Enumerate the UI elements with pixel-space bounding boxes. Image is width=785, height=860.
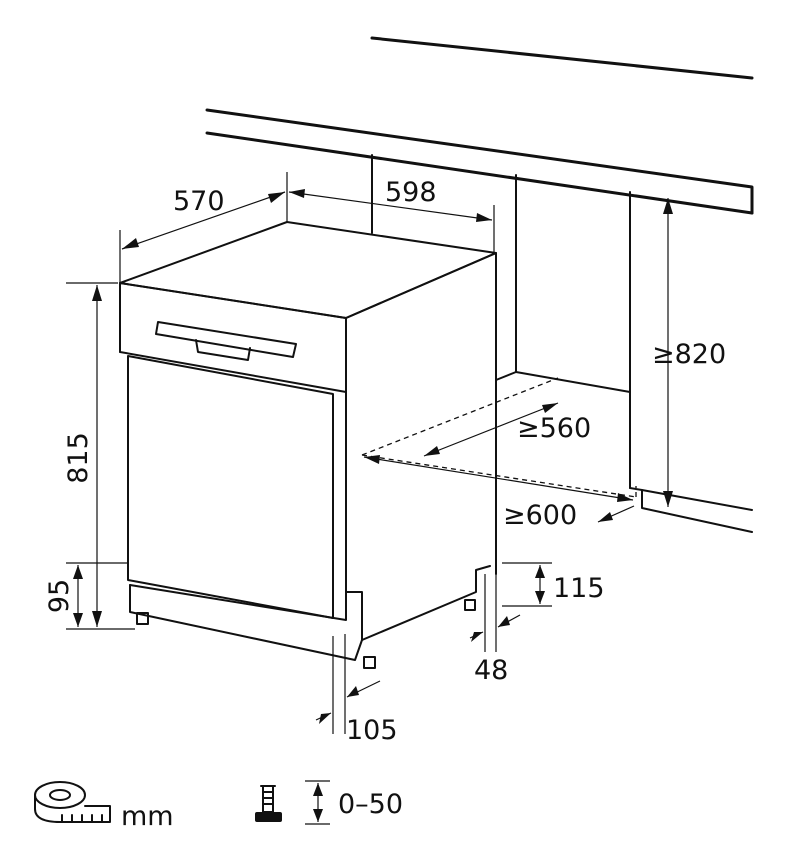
dim-niche-depth: ≥560 xyxy=(423,402,591,457)
plinth-top-label: 115 xyxy=(553,573,605,604)
height-label: 815 xyxy=(63,432,94,484)
plinth-height-label: 95 xyxy=(44,579,75,613)
foot-right xyxy=(464,599,476,611)
foot-left xyxy=(136,612,149,625)
plinth-offset-label: 48 xyxy=(474,655,508,686)
dim-plinth-height: 95 xyxy=(44,562,127,627)
dim-width: 598 xyxy=(288,177,495,253)
dim-niche-width: ≥600 xyxy=(363,455,635,531)
dim-depth: 570 xyxy=(119,172,288,283)
niche-height-label: ≥820 xyxy=(652,339,726,370)
plinth-depth-label: 105 xyxy=(346,715,398,746)
adjustable-foot-icon xyxy=(255,785,282,822)
cabinet-niche xyxy=(371,154,753,533)
foot-range-arrow xyxy=(305,780,330,825)
niche-width-label: ≥600 xyxy=(503,500,577,531)
dim-plinth-top: 115 xyxy=(502,562,605,607)
countertop xyxy=(205,36,754,215)
dim-plinth-offset: 48 xyxy=(469,574,521,686)
width-label: 598 xyxy=(385,177,437,208)
dim-plinth-depth: 105 xyxy=(315,634,398,746)
niche-depth-label: ≥560 xyxy=(517,413,591,444)
unit-label: mm xyxy=(121,801,174,832)
foot-front xyxy=(363,656,376,669)
niche-floor-outline xyxy=(361,377,637,498)
dishwasher xyxy=(119,221,497,669)
depth-label: 570 xyxy=(173,186,225,217)
dim-niche-height: ≥820 xyxy=(652,198,726,507)
dim-height: 815 xyxy=(63,282,135,630)
door-handle xyxy=(155,321,297,361)
tape-measure-icon xyxy=(34,781,111,823)
foot-range-label: 0–50 xyxy=(338,789,403,820)
